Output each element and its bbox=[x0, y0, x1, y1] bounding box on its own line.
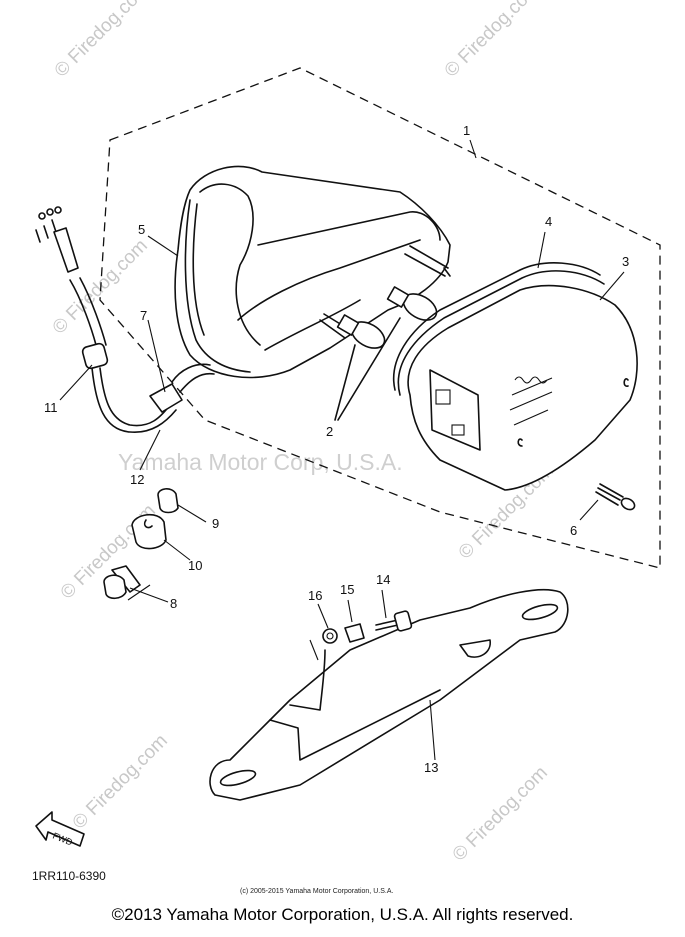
callout-2: 2 bbox=[326, 424, 333, 439]
callout-3: 3 bbox=[622, 254, 629, 269]
wire-harness bbox=[35, 206, 215, 433]
mounting-hardware bbox=[103, 488, 179, 601]
callout-13: 13 bbox=[424, 760, 438, 775]
callout-14: 14 bbox=[376, 572, 390, 587]
firedog-watermark: © Firedog.com bbox=[441, 0, 544, 82]
callout-11: 11 bbox=[44, 400, 58, 415]
callout-6: 6 bbox=[570, 523, 577, 538]
firedog-watermark: © Firedog.com bbox=[51, 0, 154, 82]
small-copyright: (c) 2005-2015 Yamaha Motor Corporation, … bbox=[240, 888, 393, 895]
callout-1: 1 bbox=[463, 123, 470, 138]
lamp-housing bbox=[174, 165, 451, 379]
firedog-watermark: © Firedog.com bbox=[449, 762, 552, 865]
leader-lines bbox=[59, 139, 625, 629]
callout-16: 16 bbox=[308, 588, 322, 603]
callouts: 1 2 3 4 5 6 7 8 9 10 11 12 13 14 15 16 bbox=[44, 123, 629, 775]
part-code: 1RR110-6390 bbox=[32, 869, 106, 883]
callout-8: 8 bbox=[170, 596, 177, 611]
bulbs bbox=[334, 286, 438, 421]
callout-7: 7 bbox=[140, 308, 147, 323]
lens-and-gasket bbox=[392, 262, 638, 491]
license-bracket bbox=[209, 588, 569, 801]
callout-15: 15 bbox=[340, 582, 354, 597]
bracket-hardware bbox=[322, 610, 413, 644]
callout-4: 4 bbox=[545, 214, 552, 229]
callout-5: 5 bbox=[138, 222, 145, 237]
callout-10: 10 bbox=[188, 558, 202, 573]
copyright-footer: ©2013 Yamaha Motor Corporation, U.S.A. A… bbox=[111, 905, 574, 924]
lens-screw bbox=[579, 483, 636, 521]
firedog-watermark: © Firedog.com bbox=[69, 730, 172, 833]
callout-9: 9 bbox=[212, 516, 219, 531]
callout-12: 12 bbox=[130, 472, 144, 487]
assembly-boundary bbox=[99, 67, 661, 569]
yamaha-watermark: Yamaha Motor Corp, U.S.A. bbox=[118, 449, 403, 475]
